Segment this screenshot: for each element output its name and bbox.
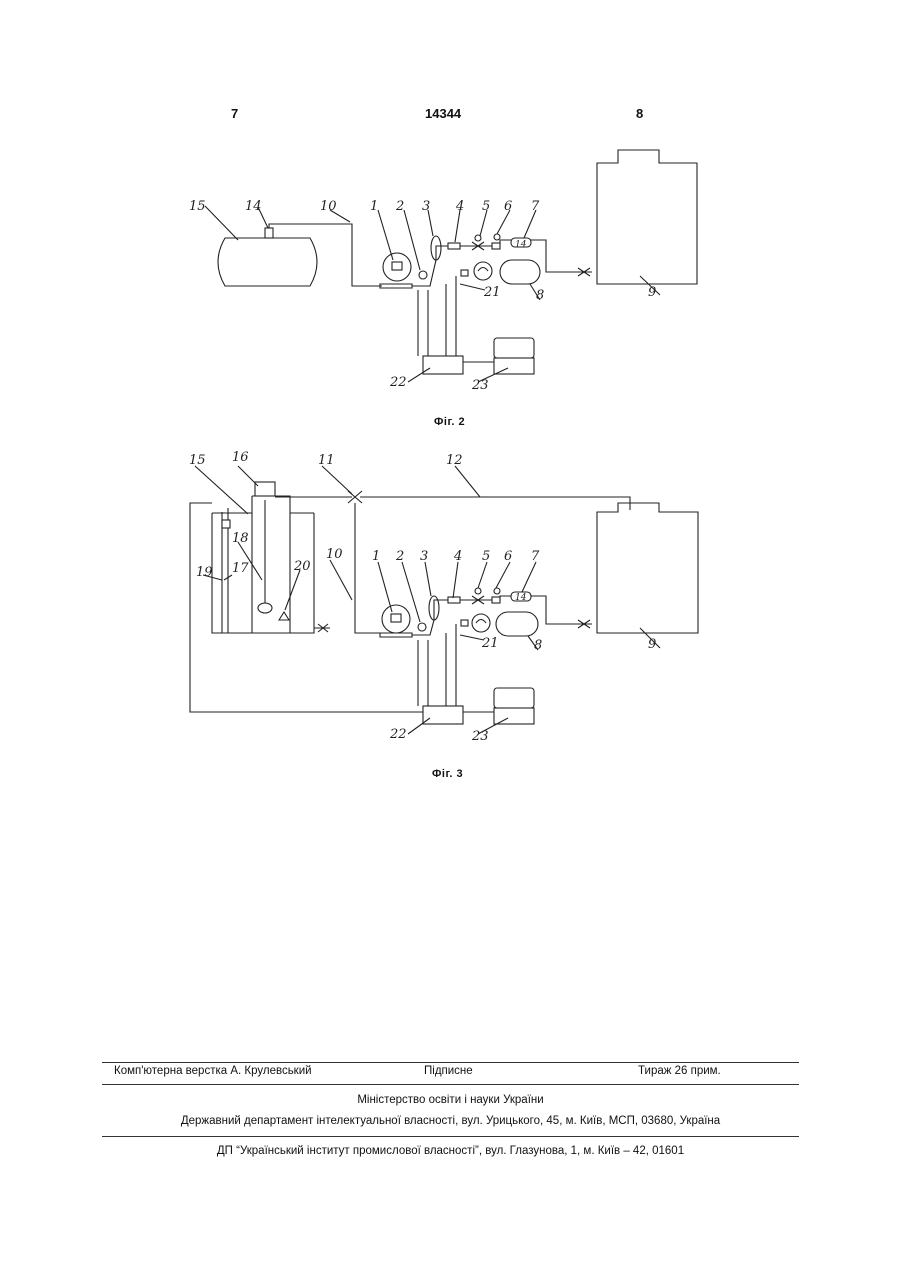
fig3-label: 4 — [453, 549, 462, 564]
fig3-label: 3 — [420, 549, 428, 564]
fig2-label: 3 — [422, 199, 430, 214]
footer-institute: ДП “Український інститут промислової вла… — [102, 1145, 799, 1157]
fig2-label: 21 — [483, 285, 501, 300]
display-23 — [494, 688, 534, 708]
element-21 — [474, 262, 492, 280]
fig3-label: 15 — [189, 453, 206, 468]
fig2-label: 10 — [320, 199, 337, 214]
footer-ministry: Міністерство освіти і науки України — [102, 1094, 799, 1106]
figure-3-caption: Фіг. 3 — [432, 768, 463, 780]
receiver-8 — [500, 260, 540, 284]
controller-22 — [423, 706, 463, 724]
footer-divider — [102, 1136, 799, 1137]
fig3-label: 12 — [446, 453, 463, 468]
pump-1 — [383, 253, 411, 281]
figure-2-caption: Фіг. 2 — [434, 416, 465, 428]
controller-22 — [423, 356, 463, 374]
element-6 — [492, 597, 500, 603]
fig3-label: 18 — [232, 531, 249, 546]
fig2-label: 6 — [504, 199, 512, 214]
element-4 — [448, 597, 460, 603]
reservoir-9 — [597, 503, 698, 633]
display-23 — [494, 338, 534, 358]
figure-3-diagram — [190, 466, 698, 734]
fig3-label: 16 — [232, 450, 249, 465]
fig3-label: 5 — [482, 549, 490, 564]
element-6 — [492, 243, 500, 249]
fig2-label: 8 — [536, 288, 544, 303]
sensor-14 — [265, 228, 273, 238]
fig3-label: 19 — [196, 565, 213, 580]
fig2-label: 4 — [455, 199, 464, 214]
fig2-label: 15 — [189, 199, 206, 214]
footer-divider — [102, 1084, 799, 1085]
receiver-8 — [496, 612, 538, 636]
footer-layout-credit: Комп'ютерна верстка А. Крулевський — [114, 1065, 312, 1077]
footer-divider — [102, 1062, 799, 1063]
fig2-label: 9 — [648, 285, 656, 300]
fig2-label: 5 — [482, 199, 490, 214]
tank-15 — [218, 238, 317, 286]
fig3-label: 21 — [481, 636, 499, 651]
fig2-label: 7 — [531, 199, 540, 214]
element-16 — [255, 482, 275, 496]
fig3-label: 9 — [648, 637, 656, 652]
figure-2-diagram — [205, 150, 697, 382]
element-4 — [448, 243, 460, 249]
fig3-label: 6 — [504, 549, 512, 564]
fig2-label: 2 — [395, 199, 404, 214]
fig3-label: 7 — [531, 549, 540, 564]
footer-department: Державний департамент інтелектуальної вл… — [102, 1115, 799, 1127]
footer-circulation: Тираж 26 прим. — [638, 1065, 721, 1077]
fig2-label: 1 — [370, 199, 378, 214]
pipe-10 — [355, 503, 380, 633]
fig3-label: 11 — [318, 453, 335, 468]
fig3-label: 17 — [232, 561, 249, 576]
reservoir-9 — [597, 150, 697, 284]
fig2-label: 23 — [471, 378, 489, 393]
pipe-10 — [269, 224, 382, 286]
fig2-label: 14 — [515, 240, 527, 250]
fig3-label: 10 — [326, 547, 343, 562]
sensor-20 — [279, 612, 289, 620]
element-2 — [419, 271, 427, 279]
pipe-12 — [275, 497, 630, 510]
footer-signed: Підписне — [424, 1065, 473, 1077]
unit-23 — [494, 708, 534, 724]
element-21 — [472, 614, 490, 632]
element-2 — [418, 623, 426, 631]
float-17 — [258, 603, 272, 613]
fig3-label: 1 — [372, 549, 380, 564]
fig3-label: 8 — [534, 638, 542, 653]
pump-1 — [382, 605, 410, 633]
fig3-label: 20 — [293, 559, 311, 574]
fig2-label: 14 — [245, 199, 262, 214]
fig2-label: 22 — [389, 375, 407, 390]
fig3-label: 2 — [395, 549, 404, 564]
fig3-label: 22 — [389, 727, 407, 742]
fig3-label: 23 — [471, 729, 489, 744]
fig3-label: 14 — [515, 593, 527, 603]
